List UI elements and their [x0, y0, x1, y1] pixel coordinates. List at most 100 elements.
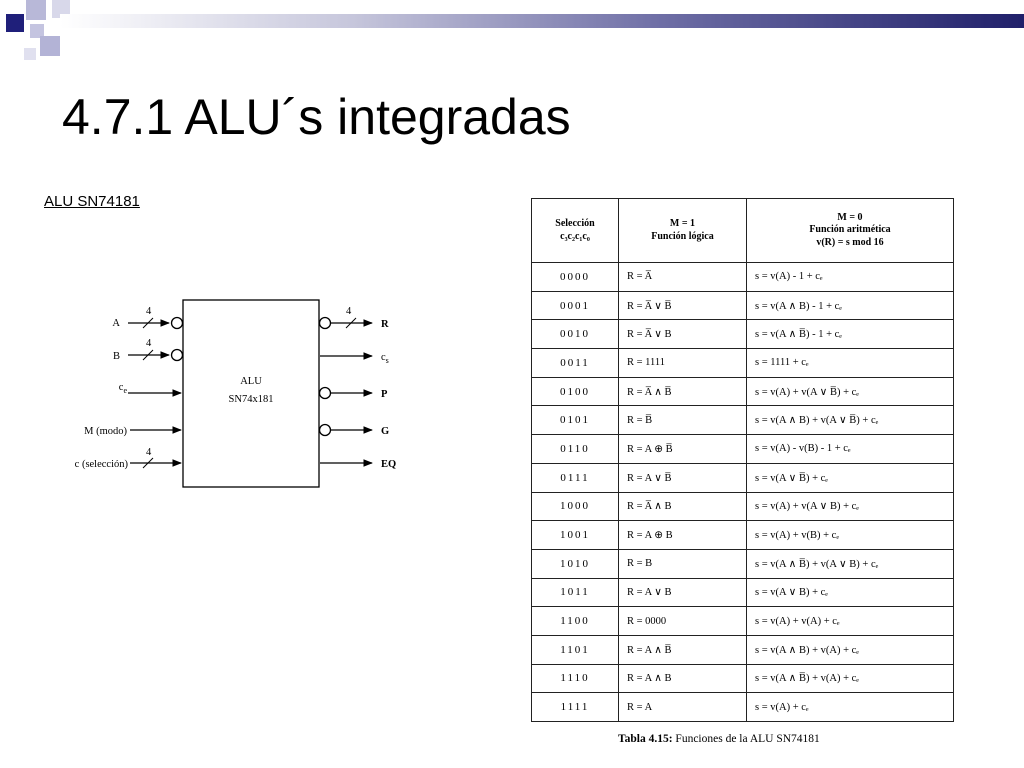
selection-cell: 0010 — [531, 319, 619, 350]
logic-function-cell: R = 1111 — [618, 348, 747, 378]
selection-cell: 0100 — [531, 376, 619, 407]
header-logic: M = 1 Función lógica — [618, 198, 747, 263]
output-label-p: P — [381, 389, 388, 400]
input-label-carry: c — [119, 382, 124, 393]
selection-cell: 0111 — [531, 462, 619, 493]
output-r: 4 R — [318, 306, 389, 330]
output-label-r: R — [381, 319, 389, 330]
selection-cell: 1101 — [531, 634, 619, 665]
logic-function-cell: R = A ∨ B̅ — [618, 462, 747, 493]
logic-function-cell: R = A̅ ∨ B̅ — [618, 290, 747, 321]
input-carry: ce — [119, 382, 182, 397]
caption-label: Tabla 4.15: — [618, 733, 673, 745]
selection-cell: 1010 — [531, 548, 619, 579]
selection-cell: 0011 — [531, 348, 619, 378]
logic-function-cell: R = A̅ ∧ B̅ — [618, 376, 747, 407]
svg-text:ce: ce — [119, 382, 128, 395]
arithmetic-function-cell: s = v(A ∧ B) + v(A) + cₑ — [746, 634, 954, 665]
bus-width-b: 4 — [146, 338, 152, 349]
chip-part-number: SN74x181 — [229, 394, 274, 405]
table-caption: Tabla 4.15: Funciones de la ALU SN74181 — [618, 733, 820, 745]
selection-cell: 0101 — [531, 405, 619, 436]
svg-text:cs: cs — [381, 352, 389, 365]
slide-title: 4.7.1 ALU´s integradas — [62, 89, 571, 145]
arithmetic-function-cell: s = v(A) + v(A ∨ B) + cₑ — [746, 491, 954, 522]
arithmetic-function-cell: s = v(A ∧ B̅) - 1 + cₑ — [746, 319, 954, 350]
caption-text: Funciones de la ALU SN74181 — [675, 733, 820, 745]
arithmetic-function-cell: s = 1111 + cₑ — [746, 348, 954, 378]
table-header-row: Selección c₃c₂c₁c₀ M = 1 Función lógica … — [531, 198, 954, 263]
logic-function-cell: R = A ∧ B̅ — [618, 634, 747, 665]
logic-function-cell: R = A ∧ B — [618, 663, 747, 694]
selection-cell: 0110 — [531, 434, 619, 464]
input-label-a: A — [112, 318, 120, 329]
header-gradient-bar — [60, 14, 1024, 28]
input-mode: M (modo) — [84, 426, 182, 437]
corner-squares-decoration — [6, 0, 70, 60]
logic-function-cell: R = A ⊕ B — [618, 520, 747, 550]
selection-cell: 1100 — [531, 606, 619, 636]
selection-cell: 1011 — [531, 577, 619, 608]
output-label-carry: c — [381, 352, 386, 363]
output-label-carry-sub: s — [386, 356, 389, 365]
output-carry: cs — [320, 352, 389, 365]
selection-cell: 1111 — [531, 692, 619, 722]
alu-block-diagram: ALU SN74x181 4 A 4 B ce M (modo) 4 c (se… — [75, 299, 396, 488]
header-selection: Selección c₃c₂c₁c₀ — [531, 198, 619, 263]
output-label-eq: EQ — [381, 459, 396, 470]
arithmetic-function-cell: s = v(A) + v(A) + cₑ — [746, 606, 954, 636]
arithmetic-function-cell: s = v(A ∧ B) + v(A ∨ B̅) + cₑ — [746, 405, 954, 436]
header-arithmetic: M = 0 Función aritmética v(R) = s mod 16 — [746, 198, 954, 263]
output-eq: EQ — [320, 459, 396, 470]
arithmetic-function-cell: s = v(A ∨ B) + cₑ — [746, 577, 954, 608]
arithmetic-function-cell: s = v(A) + cₑ — [746, 692, 954, 722]
logic-function-cell: R = B — [618, 548, 747, 579]
bus-width-a: 4 — [146, 306, 152, 317]
input-a: 4 A — [112, 306, 184, 330]
logic-function-cell: R = A ⊕ B̅ — [618, 434, 747, 464]
output-g: G — [318, 423, 389, 437]
bus-width-r: 4 — [346, 306, 352, 317]
selection-cell: 0000 — [531, 262, 619, 292]
arithmetic-function-cell: s = v(A ∧ B) - 1 + cₑ — [746, 290, 954, 321]
input-label-selection: c (selección) — [75, 459, 129, 470]
selection-cell: 1110 — [531, 663, 619, 694]
input-label-mode: M (modo) — [84, 426, 127, 437]
arithmetic-function-cell: s = v(A) - 1 + cₑ — [746, 262, 954, 292]
input-selection: 4 c (selección) — [75, 447, 182, 470]
input-label-b: B — [113, 351, 120, 362]
bus-width-selection: 4 — [146, 447, 152, 458]
logic-function-cell: R = A̅ ∨ B — [618, 319, 747, 350]
selection-cell: 1000 — [531, 491, 619, 522]
arithmetic-function-cell: s = v(A) + v(A ∨ B̅) + cₑ — [746, 376, 954, 407]
logic-function-cell: R = 0000 — [618, 606, 747, 636]
selection-cell: 1001 — [531, 520, 619, 550]
arithmetic-function-cell: s = v(A ∧ B̅) + v(A ∨ B) + cₑ — [746, 548, 954, 579]
input-label-carry-sub: e — [123, 386, 127, 395]
logic-function-cell: R = A̅ ∧ B — [618, 491, 747, 522]
arithmetic-function-cell: s = v(A) + v(B) + cₑ — [746, 520, 954, 550]
arithmetic-function-cell: s = v(A ∨ B̅) + cₑ — [746, 462, 954, 493]
alu-function-table: Selección c₃c₂c₁c₀ M = 1 Función lógica … — [531, 198, 954, 722]
chip-name: ALU — [240, 376, 262, 387]
selection-cell: 0001 — [531, 290, 619, 321]
output-label-g: G — [381, 426, 389, 437]
logic-function-cell: R = A ∨ B — [618, 577, 747, 608]
output-p: P — [318, 386, 388, 400]
